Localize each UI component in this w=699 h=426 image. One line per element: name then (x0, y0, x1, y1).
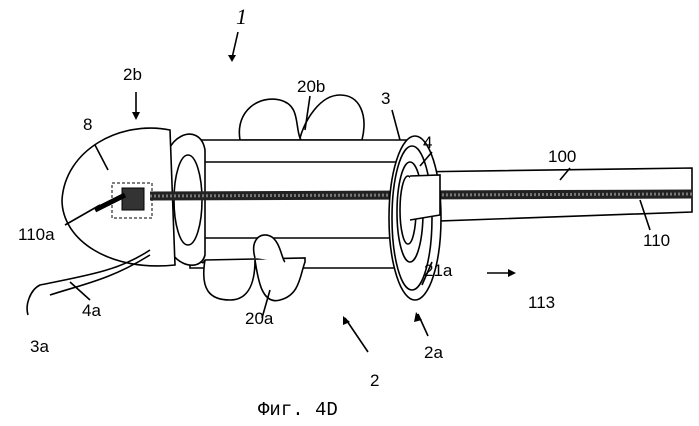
label-ring: 3 (381, 89, 390, 108)
label-wire-end: 110a (18, 225, 55, 244)
label-tip: 8 (83, 115, 92, 134)
label-wing-upper: 20b (297, 77, 325, 96)
label-thread-end: 3a (30, 337, 49, 356)
label-thread: 4a (82, 301, 101, 320)
label-wing-lower: 20a (245, 309, 274, 328)
label-base-end: 2a (424, 343, 443, 362)
figure-caption: Фиг. 4D (258, 399, 338, 421)
label-body: 2 (370, 371, 379, 390)
label-wire: 110 (643, 231, 670, 250)
label-ring-edge: 21a (424, 261, 453, 280)
label-ring-inner: 4 (423, 133, 432, 152)
label-device: 1 (236, 4, 247, 29)
label-direction: 113 (528, 293, 555, 312)
label-rod: 100 (548, 147, 576, 166)
label-tip-end: 2b (123, 65, 142, 84)
body-cylinder (180, 140, 420, 268)
